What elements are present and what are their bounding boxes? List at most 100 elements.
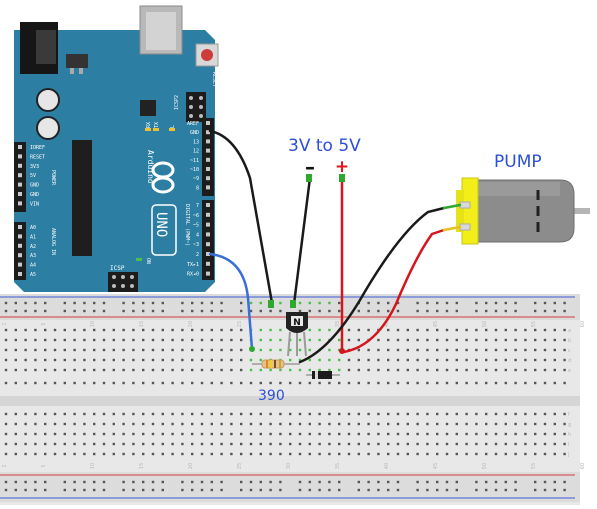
header-pin[interactable] bbox=[18, 272, 22, 276]
breadboard-hole bbox=[83, 442, 86, 446]
rail-hole bbox=[308, 480, 311, 484]
center-channel bbox=[0, 396, 580, 406]
header-pin[interactable] bbox=[206, 271, 210, 276]
breadboard-hole bbox=[4, 338, 8, 342]
breadboard-hole bbox=[102, 442, 106, 446]
breadboard-hole bbox=[396, 338, 400, 342]
breadboard-hole bbox=[318, 358, 321, 362]
breadboard-hole bbox=[53, 422, 57, 426]
header-pin[interactable] bbox=[18, 225, 22, 229]
breadboard-hole bbox=[44, 348, 47, 352]
breadboard-hole bbox=[83, 328, 86, 332]
rail-hole bbox=[475, 488, 478, 492]
breadboard-hole bbox=[112, 422, 115, 426]
header-pin[interactable] bbox=[18, 201, 22, 206]
breadboard-hole bbox=[191, 328, 194, 332]
breadboard-hole bbox=[14, 358, 17, 362]
breadboard-hole bbox=[377, 348, 380, 352]
breadboard-hole bbox=[132, 358, 135, 362]
header-pin[interactable] bbox=[18, 173, 22, 178]
breadboard-hole bbox=[387, 358, 390, 362]
rail-hole bbox=[543, 301, 547, 305]
breadboard-hole bbox=[534, 338, 537, 342]
breadboard-hole bbox=[269, 338, 272, 342]
rail-hole bbox=[534, 488, 537, 492]
breadboard-hole bbox=[132, 338, 135, 342]
breadboard-hole bbox=[200, 381, 204, 385]
rail-hole bbox=[151, 301, 155, 305]
breadboard-hole bbox=[318, 432, 321, 436]
breadboard-hole bbox=[377, 381, 380, 385]
rail-hole bbox=[494, 301, 498, 305]
rail-hole bbox=[455, 488, 458, 492]
header-pin[interactable] bbox=[206, 176, 210, 181]
rail-hole bbox=[122, 309, 125, 313]
header-pin[interactable] bbox=[206, 222, 210, 227]
board-name: UNO bbox=[153, 212, 169, 237]
breadboard-hole bbox=[338, 452, 341, 456]
breadboard-hole bbox=[142, 348, 145, 352]
breadboard-hole bbox=[387, 381, 390, 385]
rail-hole bbox=[240, 480, 243, 484]
breadboard-hole bbox=[259, 432, 262, 436]
breadboard-hole bbox=[132, 432, 135, 436]
breadboard-hole bbox=[514, 348, 517, 352]
header-pin[interactable] bbox=[206, 121, 210, 125]
breadboard-hole bbox=[494, 338, 498, 342]
breadboard-hole bbox=[475, 422, 478, 426]
header-pin[interactable] bbox=[18, 154, 22, 159]
breadboard-hole bbox=[151, 412, 155, 416]
breadboard-hole bbox=[191, 432, 194, 436]
breadboard-hole bbox=[230, 381, 233, 385]
breadboard-hole bbox=[259, 412, 262, 416]
breadboard-hole bbox=[475, 328, 478, 332]
rail-hole bbox=[259, 309, 262, 313]
header-pin[interactable] bbox=[206, 261, 210, 266]
breadboard-hole bbox=[485, 432, 488, 436]
header-pin[interactable] bbox=[206, 252, 210, 256]
header-pin[interactable] bbox=[206, 139, 210, 144]
header-pin[interactable] bbox=[206, 232, 210, 237]
rail-hole bbox=[445, 309, 449, 313]
header-pin[interactable] bbox=[18, 192, 22, 196]
breadboard-hole bbox=[514, 328, 517, 332]
row-letter: d bbox=[568, 358, 571, 364]
header-pin[interactable] bbox=[206, 242, 210, 247]
motor-negative-wire bbox=[298, 206, 446, 364]
header-pin[interactable] bbox=[18, 145, 22, 149]
breadboard-hole bbox=[240, 338, 243, 342]
breadboard-hole bbox=[308, 348, 311, 352]
header-pin[interactable] bbox=[206, 157, 210, 162]
header-pin[interactable] bbox=[206, 203, 210, 207]
header-pin[interactable] bbox=[18, 234, 22, 239]
pin-label: RESET bbox=[30, 154, 45, 160]
breadboard-hole bbox=[308, 432, 311, 436]
breadboard-hole bbox=[112, 358, 115, 362]
rail-hole bbox=[279, 301, 282, 305]
rail-hole bbox=[132, 309, 135, 313]
header-pin[interactable] bbox=[18, 163, 22, 168]
header-pin[interactable] bbox=[18, 253, 22, 258]
rail-hole bbox=[181, 301, 184, 305]
header-pin[interactable] bbox=[18, 243, 22, 248]
header-pin[interactable] bbox=[206, 212, 210, 217]
rail-hole bbox=[181, 309, 184, 313]
breadboard-hole bbox=[44, 338, 47, 342]
column-number: 25 bbox=[237, 321, 243, 327]
rail-hole bbox=[357, 488, 360, 492]
header-pin[interactable] bbox=[206, 185, 210, 190]
header-pin[interactable] bbox=[18, 262, 22, 267]
breadboard-hole bbox=[24, 358, 27, 362]
breadboard-hole bbox=[563, 412, 566, 416]
header-pin[interactable] bbox=[206, 167, 210, 171]
breadboard-hole bbox=[406, 348, 409, 352]
header-pin[interactable] bbox=[206, 148, 210, 153]
rail-hole bbox=[485, 309, 488, 313]
breadboard-hole bbox=[543, 328, 547, 332]
arduino-uno-board: RESET ICSP2 RX TX L Arduino UNO ON bbox=[14, 5, 219, 292]
header-pin[interactable] bbox=[18, 182, 22, 187]
breadboard-hole bbox=[220, 412, 223, 416]
header-pin[interactable] bbox=[206, 130, 210, 135]
breadboard-hole bbox=[44, 452, 47, 456]
breadboard-hole bbox=[102, 368, 106, 372]
